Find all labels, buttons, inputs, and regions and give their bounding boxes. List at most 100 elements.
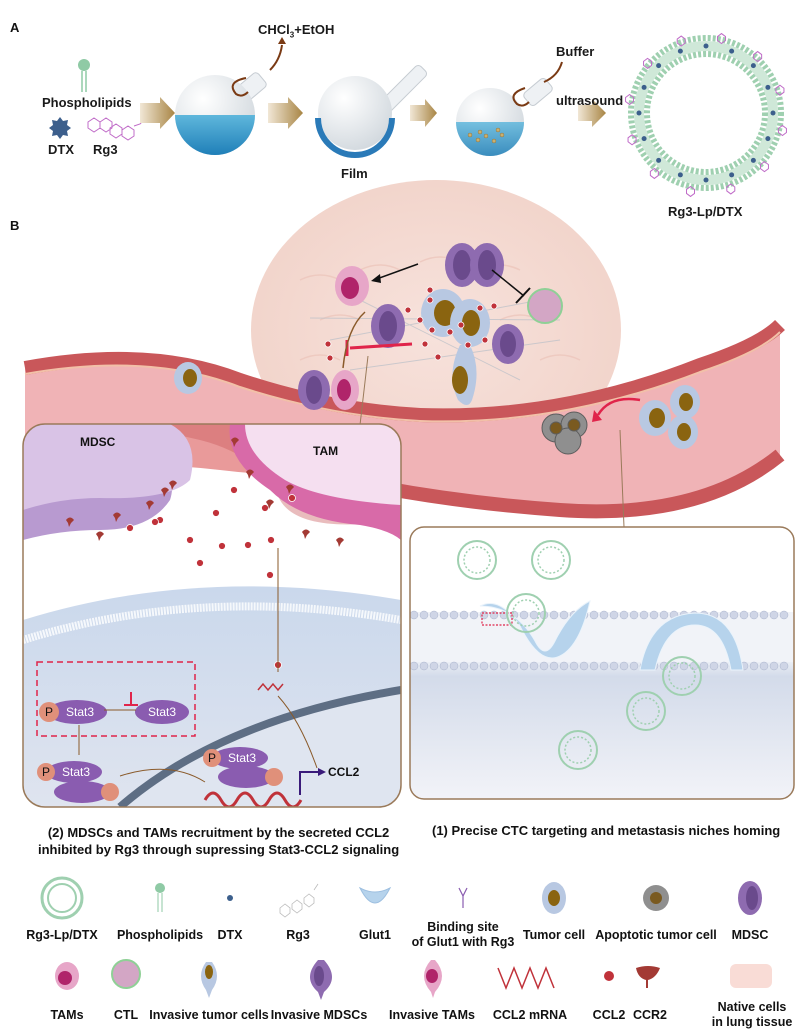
binding-site-icon: [458, 887, 468, 908]
phospho-label: P: [42, 765, 50, 779]
r1-apoptotic-cell-label: Apoptotic tumor cell: [595, 928, 717, 942]
mdsc-cell: [470, 243, 504, 287]
solvent-subscript: 3: [289, 30, 295, 40]
dtx-cargo: [729, 172, 735, 178]
ccl2-dot: [434, 353, 442, 361]
label-rg3: Rg3: [93, 142, 118, 157]
mdsc-cell: [445, 243, 479, 287]
panel-a-illustration: [49, 32, 787, 198]
glut1-icon: [358, 886, 392, 904]
ccl2-dot: [428, 326, 436, 334]
glut1-transporter: [479, 600, 591, 659]
membrane-lipid-head: [749, 661, 759, 671]
membrane-lipid-head: [419, 610, 429, 620]
label-phospholipids: Phospholipids: [42, 95, 132, 110]
membrane-lipid-head: [609, 661, 619, 671]
rg3-cargo: [643, 57, 653, 69]
ccl2-dot: [421, 340, 429, 348]
tam-cell: [335, 266, 369, 306]
ccl2-gene-label: CCL2: [328, 765, 360, 779]
membrane-lipid-head: [659, 610, 669, 620]
dtx-cargo: [770, 110, 776, 116]
invasive-mdsc-icon: [310, 960, 332, 1000]
membrane-lipid-head: [579, 661, 589, 671]
r1-mdsc-label: MDSC: [731, 928, 769, 942]
ccl2-dot: [186, 536, 194, 544]
ccl2-dot: [261, 504, 269, 512]
label-solvent: CHCl3+EtOH: [258, 22, 334, 40]
r2-invasive-tam-label: Invasive TAMs: [389, 1008, 475, 1022]
ccl2-dot: [490, 302, 498, 310]
glut1-transporter: [639, 612, 744, 671]
ccl2-dot: [196, 559, 204, 567]
membrane-lipid-head: [519, 661, 529, 671]
process-arrow: [410, 99, 437, 127]
membrane-lipid-head: [699, 661, 709, 671]
ccr2-receptor: [266, 499, 274, 509]
process-arrow: [578, 99, 606, 127]
targeting-arrow: [596, 397, 641, 416]
liposome: [506, 593, 546, 633]
membrane-lipid-head: [549, 610, 559, 620]
membrane-lipid-head: [619, 661, 629, 671]
flask-buffer: [456, 61, 563, 156]
rg3-inhibition-box: [36, 661, 196, 737]
membrane-lipid-head: [709, 661, 719, 671]
ccl2-dot: [464, 341, 472, 349]
apoptotic-cell-icon: [643, 885, 669, 911]
membrane-lipid-head: [749, 610, 759, 620]
legend-icons: [40, 876, 772, 1000]
ccr2-receptor: [286, 484, 294, 494]
r1-rg3-molecule-label: Rg3: [286, 928, 310, 942]
mdsc-icon: [738, 881, 762, 915]
label-ultrasound: ultrasound: [556, 93, 624, 108]
membrane-lipid-head: [569, 661, 579, 671]
liposome: [531, 540, 571, 580]
membrane-lipid-head: [479, 661, 489, 671]
invasive-tumor-icon: [201, 962, 217, 998]
membrane-lipid-head: [619, 610, 629, 620]
mdsc-cell: [492, 324, 524, 364]
process-arrow: [268, 97, 303, 129]
rg3-cargo: [777, 124, 787, 137]
stat3-label: Stat3: [148, 705, 176, 719]
dtx-cargo: [750, 157, 756, 163]
membrane-lipid-head: [589, 661, 599, 671]
solvent-text: CHCl: [258, 22, 290, 37]
ccr2-receptor: [231, 437, 239, 447]
ccr2-receptor: [146, 500, 154, 510]
r2-ccr2-label: CCR2: [632, 1008, 668, 1022]
rg3-cargo: [726, 183, 736, 195]
dtx-cargo: [677, 48, 683, 54]
label-buffer: Buffer: [556, 44, 595, 59]
phospho-label: P: [208, 751, 216, 765]
membrane-lipid-head: [449, 661, 459, 671]
label-dtx: DTX: [48, 142, 74, 157]
invasive-tumor-cell: [452, 345, 477, 405]
ccl2-dot: [288, 494, 296, 502]
ccr2-icon: [636, 966, 660, 988]
tumor-cell: [639, 400, 671, 436]
liposome-icon: [625, 32, 787, 198]
r2-invasive-mdsc-label: Invasive MDSCs: [270, 1008, 368, 1022]
tumor-cell: [668, 415, 698, 449]
membrane-lipid-head: [629, 661, 639, 671]
phospho-label: P: [45, 705, 53, 719]
liposome: [558, 730, 598, 770]
membrane-lipid-head: [559, 610, 569, 620]
membrane-lipid-head: [410, 610, 419, 620]
membrane-lipid-head: [469, 661, 479, 671]
membrane-lipid-head: [499, 661, 509, 671]
ctl-cell: [527, 288, 563, 324]
dtx-cargo: [765, 84, 771, 90]
rg3-cargo: [676, 35, 686, 47]
membrane-lipid-head: [629, 610, 639, 620]
ccl2-dot: [266, 571, 274, 579]
ccl2-dot: [476, 304, 484, 312]
liposome: [626, 691, 666, 731]
membrane-lipid-head: [719, 661, 729, 671]
mdsc-cell: [371, 304, 405, 348]
